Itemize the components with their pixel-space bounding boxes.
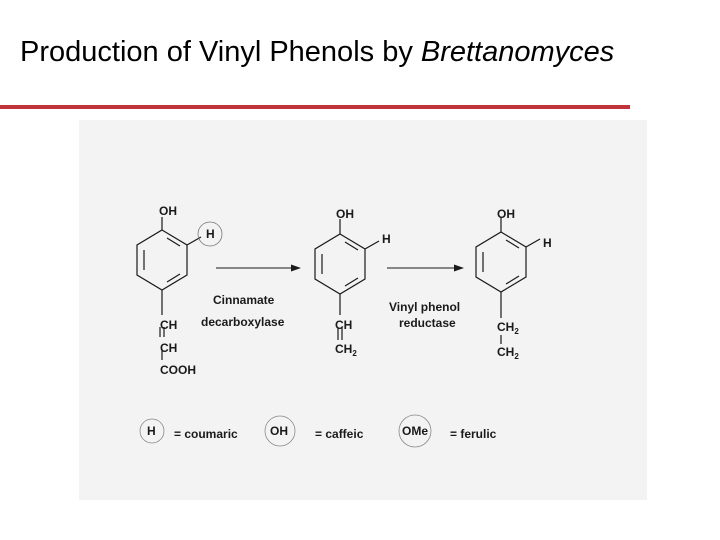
enzyme-2-line1: Vinyl phenol [389,300,460,314]
legend-symbol-ome: OMe [402,424,428,438]
ring-3-double-bond [505,239,520,249]
enzyme-1-line1: Cinnamate [213,293,275,307]
pathway-figure: OH H CH CH COOH Cinnamate decarboxylase … [79,120,647,500]
mol1-chain3: COOH [160,363,196,377]
mol3-chain1: CH2 [497,320,519,336]
legend-circle-h [139,418,165,444]
arrow-1 [216,264,301,272]
arrow-2-head [454,264,464,272]
legend-symbol-h: H [147,424,156,438]
ring-2-double-bond [344,241,359,251]
title-underline [0,105,630,109]
ring-2-double-bond [344,277,359,287]
legend: H = coumaric OH = caffeic OMe = ferulic [139,414,497,448]
arrow-1-head [291,264,301,272]
mol1-h-label: H [206,227,215,241]
mol3-h-label: H [543,236,552,250]
mol2-chain2: CH2 [335,342,357,358]
mol3-oh-label: OH [497,207,515,221]
figure-background [79,120,647,500]
h-bond-3 [525,238,541,248]
sub-circle-1 [197,221,223,247]
mol1-oh-label: OH [159,204,177,218]
ring-3-double-bond [505,275,520,285]
mol2-chain1: CH [335,318,352,332]
legend-name-ferulic: = ferulic [450,427,497,441]
h-bond-2 [364,240,380,250]
mol1-chain1: CH [160,318,177,332]
mol3-chain2: CH2 [497,345,519,361]
molecule-1 [136,217,223,360]
enzyme-1-line2: decarboxylase [201,315,285,329]
molecule-2 [314,219,380,340]
ring-1-double-bond [166,273,181,283]
legend-name-coumaric: = coumaric [174,427,238,441]
molecule-3 [475,217,541,344]
title-italic: Brettanomyces [420,36,615,68]
legend-circle-ome [398,414,432,448]
pathway-diagram: OH H CH CH COOH Cinnamate decarboxylase … [79,120,647,500]
title-prefix: Production of Vinyl Phenols by [20,36,421,68]
legend-name-caffeic: = caffeic [315,427,364,441]
mol1-chain2: CH [160,341,177,355]
mol2-oh-label: OH [336,207,354,221]
ring-1-double-bond [166,237,181,247]
legend-circle-oh [264,415,296,447]
mol2-h-label: H [382,232,391,246]
arrow-2 [387,264,464,272]
slide-title: Production of Vinyl Phenols by Brettanom… [20,36,614,69]
legend-symbol-oh: OH [270,424,288,438]
enzyme-2-line2: reductase [399,316,456,330]
